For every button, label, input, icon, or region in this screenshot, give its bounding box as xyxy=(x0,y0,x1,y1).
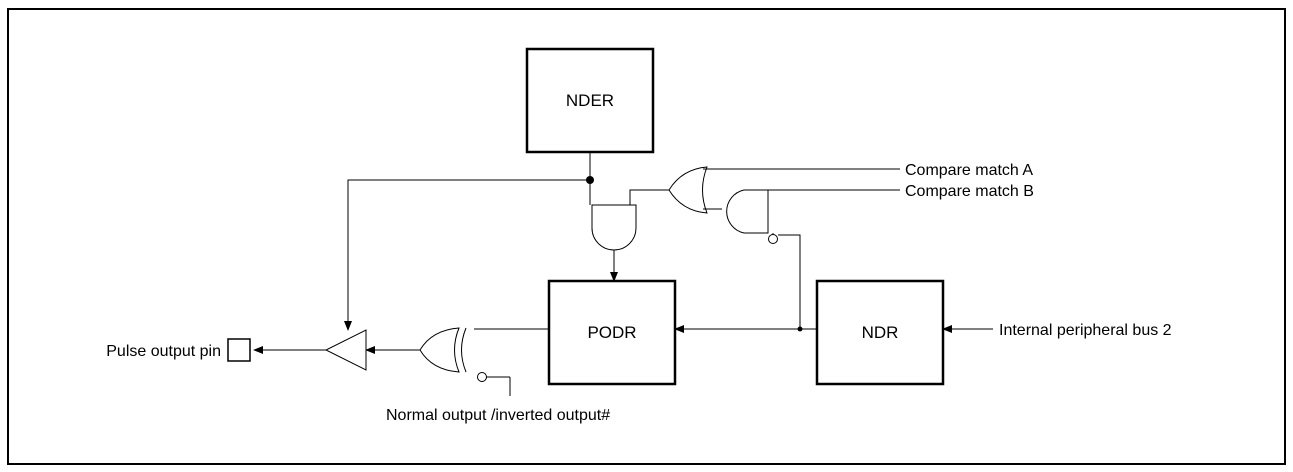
podr-block: PODR xyxy=(547,279,677,386)
pulse-pin-label: Pulse output pin xyxy=(106,343,221,360)
diagram-frame xyxy=(7,8,1286,465)
compare-b-label: Compare match B xyxy=(905,183,1034,200)
normal-inverted-label: Normal output /inverted output# xyxy=(386,407,610,424)
nder-label: NDER xyxy=(566,91,614,110)
podr-label: PODR xyxy=(587,323,636,342)
pulse-output-pin xyxy=(227,338,251,362)
bus-label: Internal peripheral bus 2 xyxy=(999,322,1172,339)
xor-invert-bubble xyxy=(477,372,487,382)
and2-gate xyxy=(726,189,769,234)
or-to-and-wire xyxy=(629,189,669,205)
feedback-wire xyxy=(778,234,801,329)
compare-a-label: Compare match A xyxy=(905,162,1033,179)
ndr-label: NDR xyxy=(862,323,899,342)
ndr-block: NDR xyxy=(815,279,945,386)
enable-wire xyxy=(344,179,590,331)
and-gate xyxy=(591,204,637,251)
output-buffer xyxy=(324,329,367,371)
or-gate xyxy=(668,166,708,214)
and2-invert-bubble xyxy=(768,234,778,244)
xor-gate xyxy=(419,327,467,373)
ndr-junction-dot xyxy=(797,326,803,332)
nder-block: NDER xyxy=(525,47,655,154)
